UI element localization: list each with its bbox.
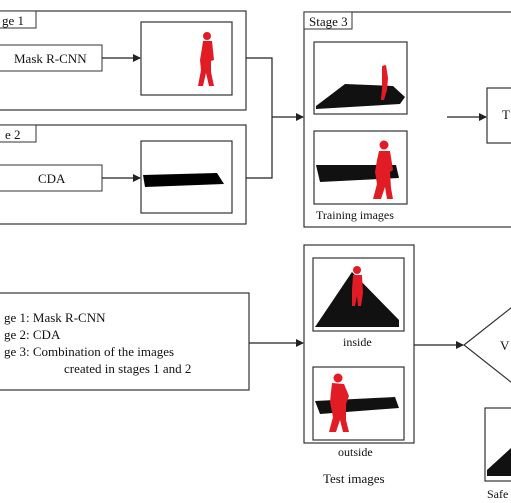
stage3-tag-box bbox=[303, 11, 353, 30]
stage3-panel bbox=[303, 11, 511, 228]
legend-line-1: ge 1: Mask R-CNN bbox=[4, 310, 106, 325]
connector-stage1 bbox=[246, 57, 273, 117]
decision-diamond bbox=[463, 307, 511, 383]
stage3-tag: Stage 3 bbox=[309, 14, 348, 29]
stage2-method-box bbox=[0, 164, 103, 192]
decision-diamond-text: V bbox=[500, 338, 510, 353]
test-image-inside-person bbox=[352, 266, 363, 306]
stage3-right-box-text: T bbox=[502, 107, 510, 122]
connector-stage2 bbox=[246, 117, 273, 179]
test-panel bbox=[303, 244, 415, 444]
stage2-panel bbox=[0, 124, 247, 225]
stage2-method-label: CDA bbox=[38, 171, 66, 186]
legend-box bbox=[0, 292, 250, 391]
stage3-right-box bbox=[486, 87, 511, 144]
test-image-outside-person bbox=[329, 373, 349, 432]
stage1-tag: ge 1 bbox=[2, 13, 25, 28]
stage1-output-image bbox=[140, 21, 233, 96]
test-caption: Test images bbox=[323, 471, 385, 486]
training-image-2-person bbox=[373, 140, 393, 199]
result-image-safe-road bbox=[487, 448, 511, 476]
training-image-1-person bbox=[381, 65, 388, 100]
legend-line-4: created in stages 1 and 2 bbox=[64, 361, 192, 376]
test-image-inside-road bbox=[315, 272, 399, 327]
stage1-person-mask bbox=[198, 32, 214, 86]
stage1-tag-box bbox=[0, 10, 37, 29]
test-outside-label: outside bbox=[338, 445, 373, 459]
stage1-method-label: Mask R-CNN bbox=[14, 51, 87, 66]
stage2-road-mask bbox=[143, 173, 224, 187]
result-safe-label: Safe bbox=[487, 487, 509, 501]
legend-line-3: ge 3: Combination of the images bbox=[4, 344, 175, 359]
stage3-caption: Training images bbox=[316, 208, 394, 222]
stage1-panel bbox=[0, 10, 247, 111]
stage1-method-box bbox=[0, 44, 103, 72]
test-inside-label: inside bbox=[343, 335, 372, 349]
stage2-tag: e 2 bbox=[5, 127, 21, 142]
legend-line-2: ge 2: CDA bbox=[4, 327, 61, 342]
stage2-tag-box bbox=[0, 124, 37, 143]
